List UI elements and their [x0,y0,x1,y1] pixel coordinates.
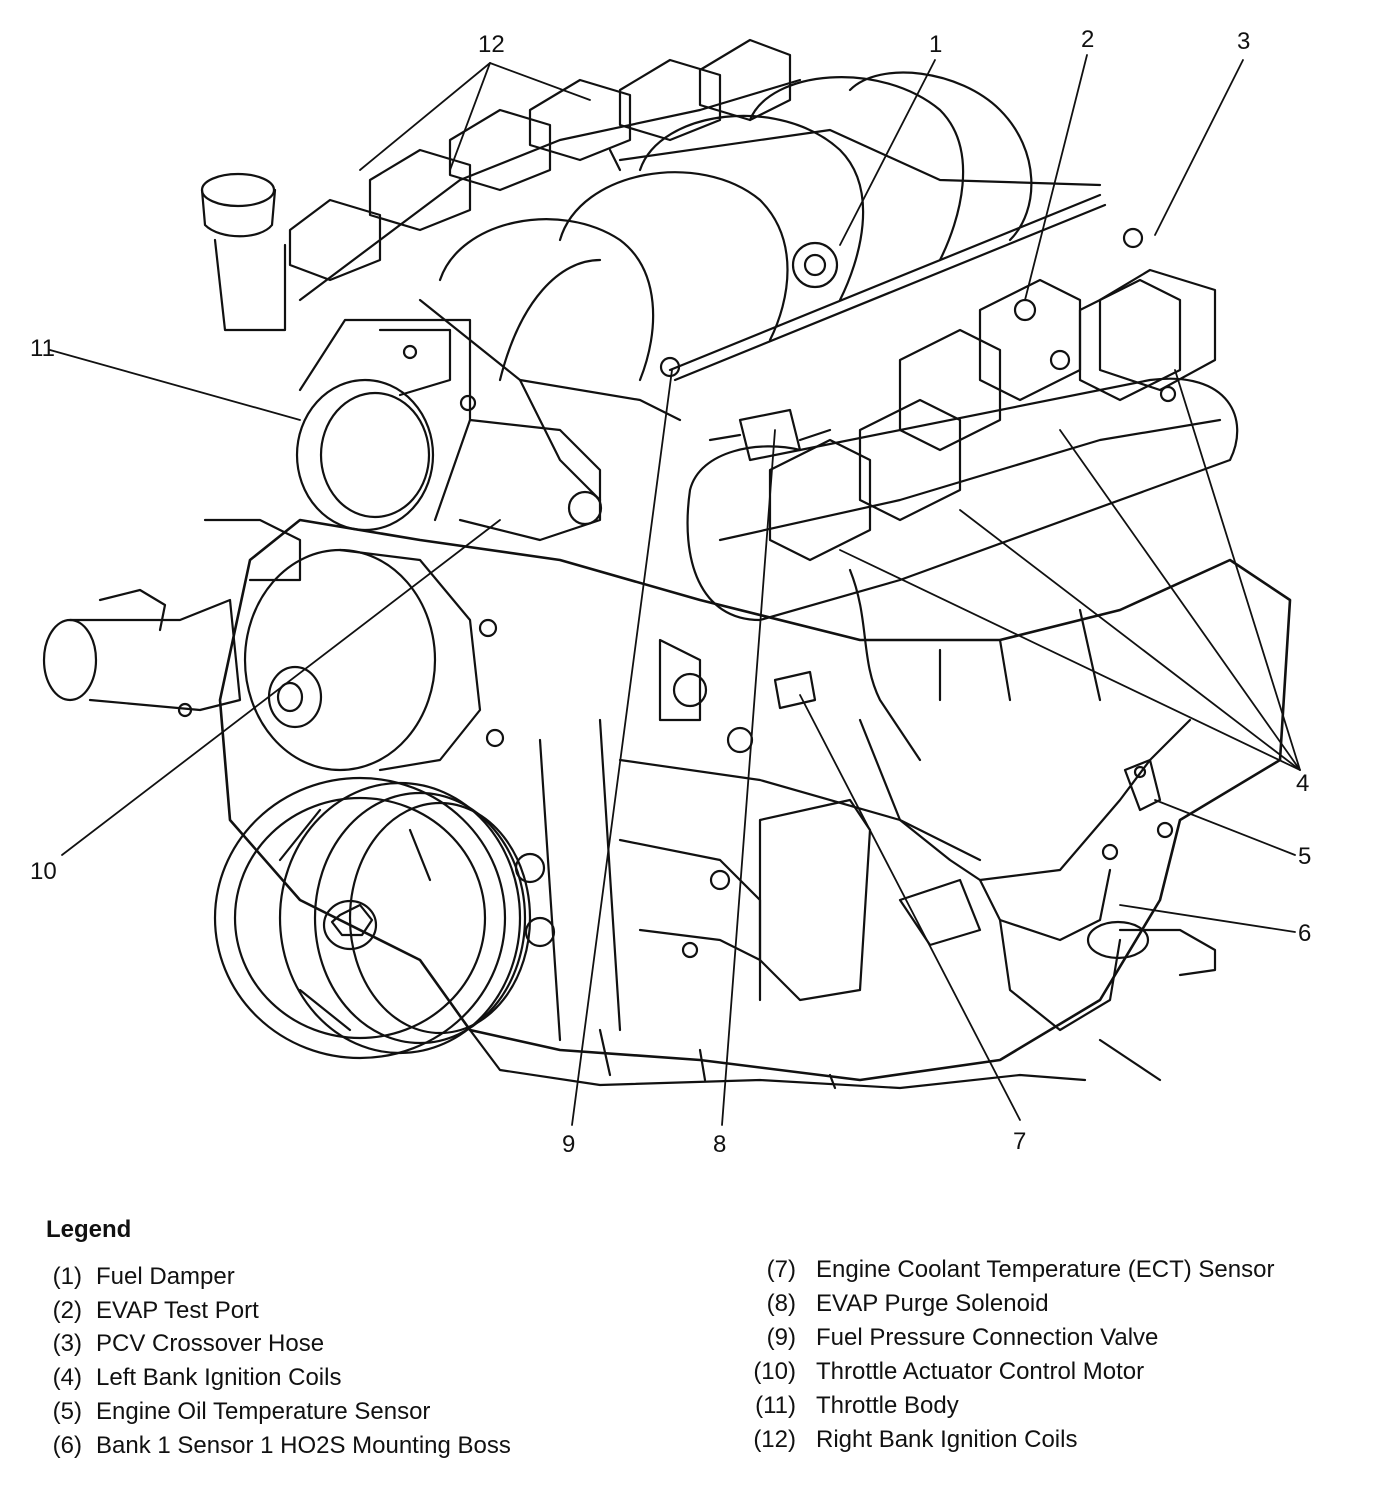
callout-12: 12 [478,31,505,58]
legend-code: (3) [52,1330,82,1357]
engine-block [218,518,1292,1090]
callout-7: 7 [1013,1128,1027,1155]
callout-6: 6 [1298,920,1312,947]
legend-label: PCV Crossover Hose [96,1330,325,1357]
legend-item-1: (1) Fuel Damper [42,1263,235,1291]
fuel-rail [608,128,1144,382]
legend-code: (8) [766,1290,796,1317]
legend-label: Left Bank Ignition Coils [96,1364,342,1391]
legend-item-7: (7) Engine Coolant Temperature (ECT) Sens… [744,1256,1275,1284]
legend-item-8: (8) EVAP Purge Solenoid [744,1290,1049,1318]
legend-label: EVAP Purge Solenoid [816,1290,1049,1317]
callout-5: 5 [1298,843,1312,870]
legend-label: Throttle Actuator Control Motor [816,1358,1145,1385]
legend-label: Fuel Damper [96,1263,235,1290]
callout-4: 4 [1296,770,1310,797]
callout-10: 10 [30,858,57,885]
oil-temp-sensor [1123,758,1162,812]
legend-item-3: (3) PCV Crossover Hose [42,1330,324,1358]
legend-code: (10) [753,1358,796,1385]
legend-code: (5) [52,1398,82,1425]
callout-1: 1 [929,31,943,58]
callout-8: 8 [713,1131,727,1158]
legend: Legend (1)Fuel Damper (2)EVAP Test Port … [0,1180,1376,1496]
legend-label: EVAP Test Port [96,1297,259,1324]
legend-label: Right Bank Ignition Coils [816,1426,1078,1453]
legend-code: (7) [766,1256,796,1283]
legend-code: (9) [766,1324,796,1351]
callout-11: 11 [30,335,55,362]
legend-item-5: (5) Engine Oil Temperature Sensor [42,1398,431,1426]
right-bank-coils [288,38,802,302]
throttle-body [295,318,603,542]
callout-2: 2 [1081,26,1095,53]
legend-title: Legend [46,1216,132,1243]
legend-item-9: (9) Fuel Pressure Connection Valve [744,1324,1159,1352]
alternator [243,548,505,772]
legend-label: Throttle Body [816,1392,959,1419]
left-bank-coils [768,268,1217,562]
callout-3: 3 [1237,28,1251,55]
legend-code: (2) [52,1297,82,1324]
legend-item-6: (6) Bank 1 Sensor 1 HO2S Mounting Boss [42,1432,511,1460]
water-outlet [42,518,302,718]
legend-code: (4) [52,1364,82,1391]
legend-item-10: (10) Throttle Actuator Control Motor [744,1358,1144,1386]
legend-item-11: (11) Throttle Body [744,1392,959,1420]
intake-manifold [418,71,1033,502]
exhaust-manifold [858,718,1217,1082]
crank-pulley [213,776,556,1060]
legend-code: (11) [755,1392,796,1419]
engine-diagram: 12 1 2 3 11 4 5 6 10 9 8 7 [30,26,1312,1158]
leader-lines [49,54,1301,1126]
legend-item-12: (12) Right Bank Ignition Coils [744,1426,1077,1454]
legend-item-2: (2) EVAP Test Port [42,1297,259,1325]
legend-label: Engine Oil Temperature Sensor [96,1398,431,1425]
legend-item-4: (4) Left Bank Ignition Coils [42,1364,342,1392]
legend-label: Engine Coolant Temperature (ECT) Sensor [816,1256,1275,1283]
legend-label: Fuel Pressure Connection Valve [816,1324,1159,1351]
legend-code: (1) [52,1263,82,1290]
engine-illustration [42,38,1301,1126]
legend-label: Bank 1 Sensor 1 HO2S Mounting Boss [96,1432,511,1459]
oil-filler-cap [200,172,287,332]
misc-components [708,408,1102,1002]
legend-code: (6) [52,1432,82,1459]
legend-code: (12) [753,1426,796,1453]
callout-9: 9 [562,1131,576,1158]
